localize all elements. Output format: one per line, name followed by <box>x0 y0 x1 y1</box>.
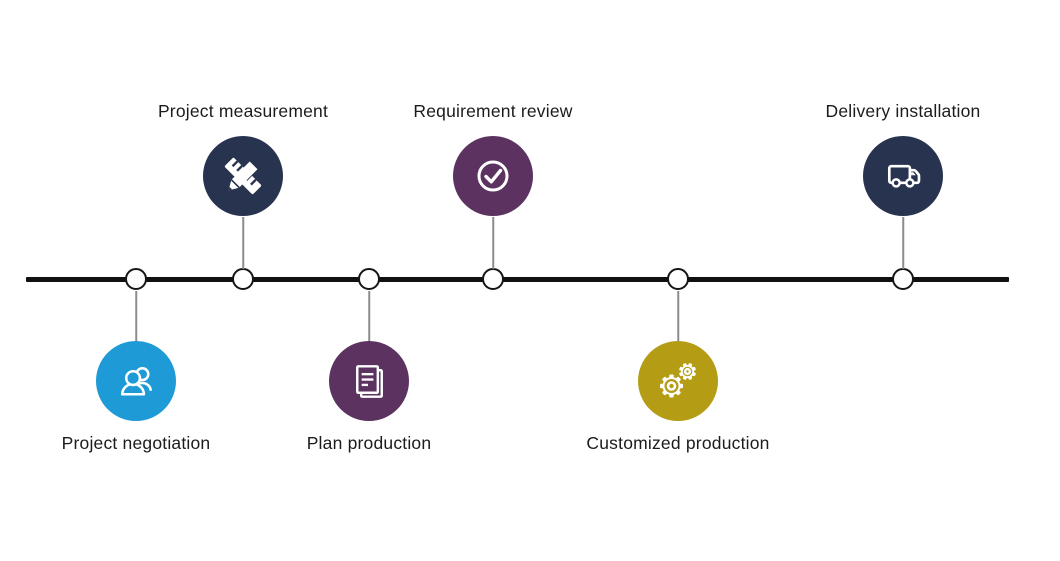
step-label: Plan production <box>306 433 432 453</box>
connector-line <box>368 291 370 341</box>
timeline-step-requirement-review: Requirement review <box>383 0 603 561</box>
timeline-step-plan-production: Plan production <box>259 0 479 561</box>
timeline-step-project-measurement: Project measurement <box>133 0 353 561</box>
connector-line <box>242 217 244 269</box>
timeline-node <box>232 268 254 290</box>
step-label: Project measurement <box>157 101 329 121</box>
timeline-line <box>26 277 1009 282</box>
step-label: Requirement review <box>413 101 573 121</box>
timeline-node <box>125 268 147 290</box>
step-label: Project negotiation <box>61 433 211 453</box>
check-icon <box>453 136 533 216</box>
connector-line <box>492 217 494 269</box>
step-label: Customized production <box>586 433 770 453</box>
document-icon <box>329 341 409 421</box>
timeline-step-delivery-installation: Delivery installation <box>793 0 1013 561</box>
timeline-node <box>482 268 504 290</box>
timeline-step-project-negotiation: Project negotiation <box>26 0 246 561</box>
truck-icon <box>863 136 943 216</box>
timeline-node <box>667 268 689 290</box>
connector-line <box>135 291 137 341</box>
people-icon <box>96 341 176 421</box>
connector-line <box>902 217 904 269</box>
timeline-step-customized-production: Customized production <box>568 0 788 561</box>
ruler-pencil-icon <box>203 136 283 216</box>
gears-icon <box>638 341 718 421</box>
connector-line <box>677 291 679 341</box>
timeline-node <box>892 268 914 290</box>
step-label: Delivery installation <box>825 101 981 121</box>
timeline-node <box>358 268 380 290</box>
